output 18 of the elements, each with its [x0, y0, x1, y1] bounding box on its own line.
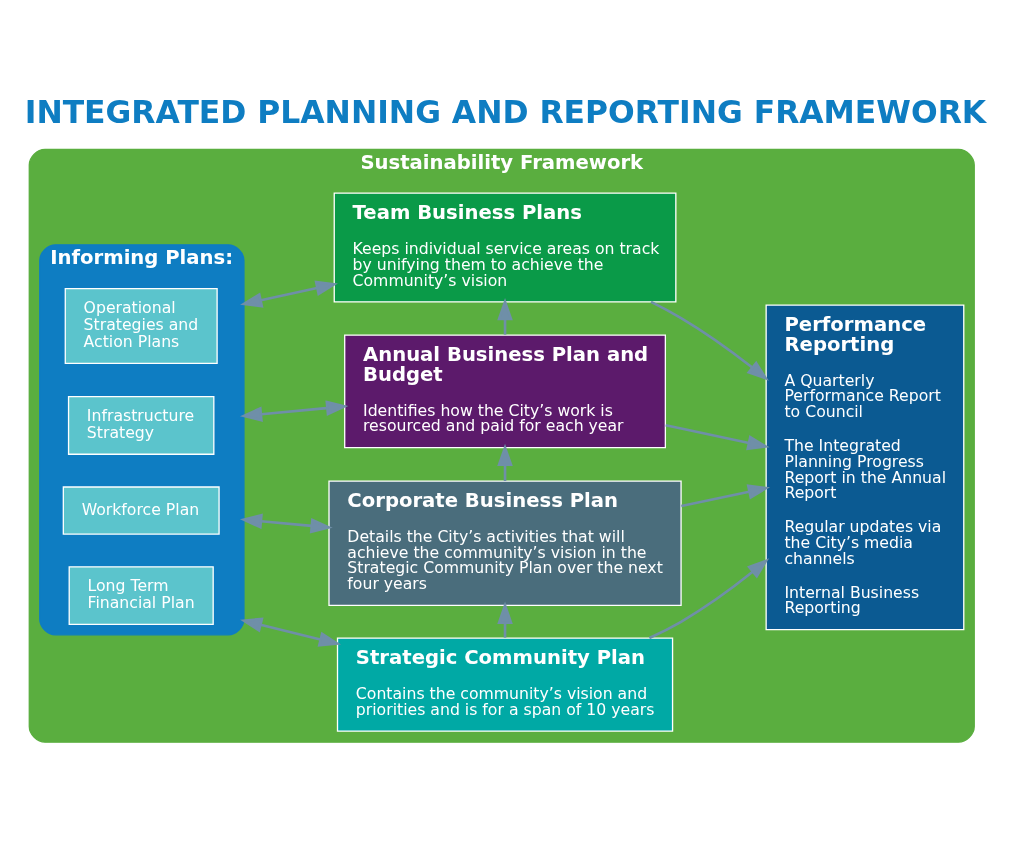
arrow — [239, 280, 338, 308]
node-box: Infrastructure Strategy — [67, 396, 214, 455]
arrow — [239, 513, 333, 534]
arrow — [664, 424, 770, 451]
node-box: Annual Business Plan and Budget Identifies how the City’s work is resourced and paid for each year — [343, 334, 666, 449]
node-box: Workforce Plan — [62, 486, 220, 535]
node-box: Corporate Business Plan Details the City’s activities that will achieve the community’s vision in the Strategic Community Plan over the next four years — [327, 480, 682, 607]
arrow — [239, 617, 341, 647]
node-box: Team Business Plans Keeps individual service areas on track by unifying them to achieve the Community’s vision — [333, 192, 676, 303]
node-box: Operational Strategies and Action Plans — [64, 288, 218, 364]
arrow — [239, 400, 348, 422]
diagram-title: INTEGRATED PLANNING AND REPORTING FRAMEWORK — [24, 94, 986, 131]
arrow — [649, 300, 769, 381]
node-box: Performance Reporting A Quarterly Performance Report to Council The Integrated Planning Progress Report in the Annual Report Regular updates via the City’s media channels Internal Business Reporting — [765, 304, 964, 631]
arrow — [648, 558, 769, 640]
node-box: Strategic Community Plan Contains the community’s vision and priorities and is for a span of 10 years — [336, 637, 673, 732]
node-box: Long Term Financial Plan — [68, 566, 214, 626]
arrow — [680, 484, 770, 508]
